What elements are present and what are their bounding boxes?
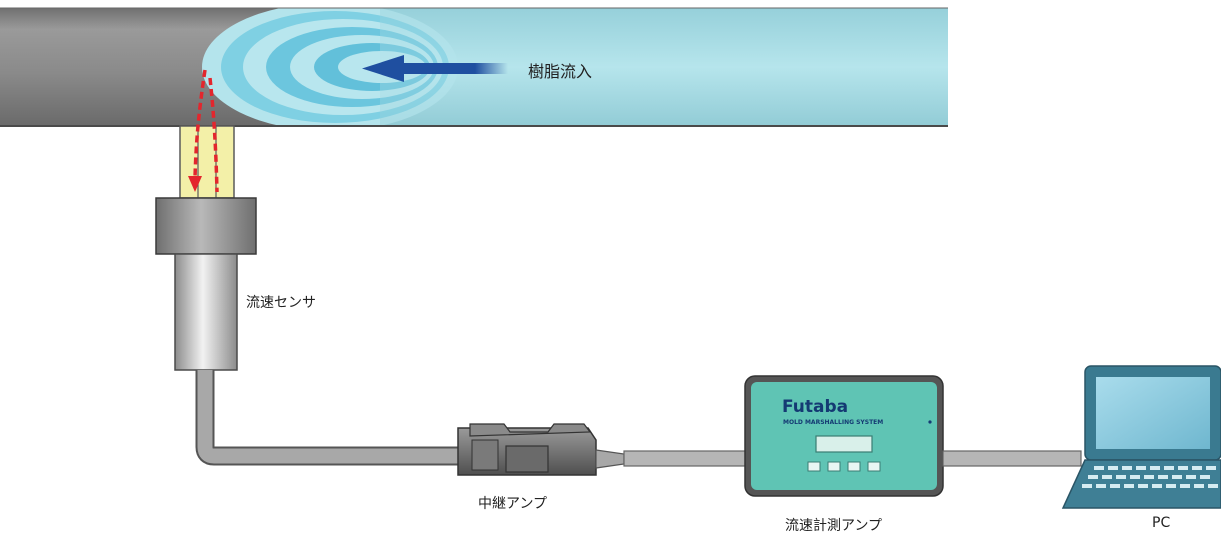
measurement-signal-arrows	[188, 69, 219, 193]
key-4	[867, 461, 881, 472]
device-subtitle: MOLD MARSHALLING SYSTEM	[783, 419, 883, 426]
resin-inflow-label: 樹脂流入	[528, 62, 593, 81]
flow-sensor-label: 流速センサ	[246, 295, 316, 311]
flow-sensor	[155, 125, 257, 371]
mold-pipe	[0, 7, 948, 127]
pc-laptop	[1061, 365, 1221, 509]
pc-cable	[942, 450, 1082, 467]
flow-amp-label: 流速計測アンプ	[785, 518, 883, 534]
resin-inflow-arrow	[362, 55, 508, 82]
device-brand: Futaba	[782, 397, 848, 417]
sensor-cable	[195, 370, 470, 466]
amp-cable	[623, 450, 751, 467]
key-1	[807, 461, 821, 472]
relay-amplifier	[457, 423, 625, 476]
flow-measurement-amplifier: Futaba MOLD MARSHALLING SYSTEM	[744, 375, 944, 497]
display-window	[815, 435, 873, 453]
relay-amp-label: 中継アンプ	[478, 496, 548, 512]
key-3	[847, 461, 861, 472]
key-2	[827, 461, 841, 472]
pc-label: PC	[1152, 515, 1171, 531]
